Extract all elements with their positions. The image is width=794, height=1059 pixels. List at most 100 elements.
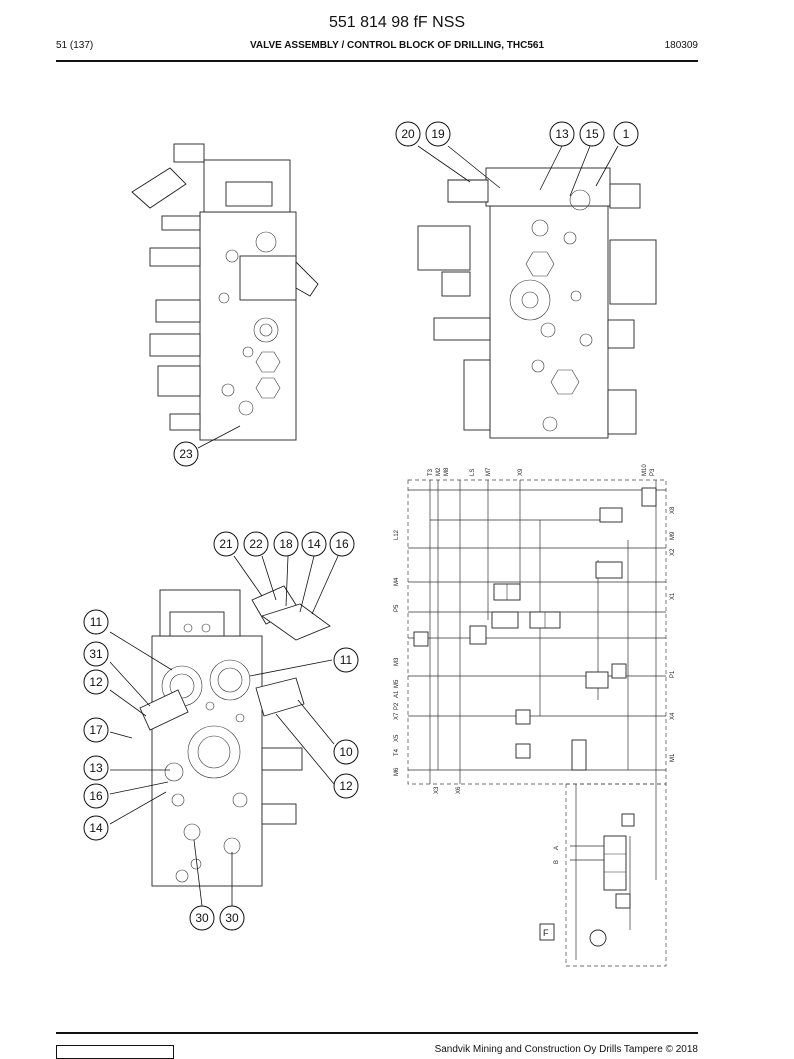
frame-label-box xyxy=(539,923,555,941)
fitting-2b xyxy=(433,317,491,341)
callout-16: 16 xyxy=(83,783,109,809)
section-title: VALVE ASSEMBLY / CONTROL BLOCK OF DRILLI… xyxy=(249,40,545,51)
header-rule xyxy=(56,60,698,62)
svg-text:30: 30 xyxy=(195,911,209,925)
top-fitting xyxy=(173,143,205,163)
port-label: B xyxy=(554,860,560,864)
svg-text:16: 16 xyxy=(335,537,349,551)
port-label: X6 xyxy=(456,786,462,794)
svg-text:12: 12 xyxy=(89,675,103,689)
port-label: M9 xyxy=(670,531,676,540)
side-fitting-6 xyxy=(169,413,201,431)
callout-30: 30 xyxy=(189,905,215,931)
angled-fitting xyxy=(131,167,187,209)
port-label: P5 xyxy=(394,604,400,612)
port-label: X3 xyxy=(434,786,440,794)
valve-block-body-3 xyxy=(151,635,263,887)
port-label: M6 xyxy=(394,767,400,776)
date-code: 180309 xyxy=(664,40,698,51)
port-label: X4 xyxy=(670,712,676,720)
svg-text:23: 23 xyxy=(179,447,193,461)
port-label: X8 xyxy=(670,506,676,514)
svg-text:19: 19 xyxy=(431,127,445,141)
frame-label: F xyxy=(543,928,549,938)
svg-text:22: 22 xyxy=(249,537,263,551)
fitting-2d xyxy=(607,319,635,349)
port-label: M8 xyxy=(444,467,450,476)
port-label: X9 xyxy=(518,468,524,476)
top-plate-3 xyxy=(169,611,225,637)
port-label: L12 xyxy=(394,529,400,540)
port-label: A1 xyxy=(394,690,400,698)
callout-11: 11 xyxy=(333,647,359,673)
svg-text:15: 15 xyxy=(585,127,599,141)
port-label: M2 xyxy=(436,467,442,476)
view-side-left xyxy=(131,143,319,441)
port-label: M3 xyxy=(394,657,400,666)
schematic-frame-lower xyxy=(565,783,667,967)
side-fitting-3 xyxy=(155,299,201,323)
callout-16: 16 xyxy=(329,531,355,557)
port-label: LS xyxy=(470,469,476,476)
right-fitting xyxy=(295,260,319,297)
callout-14: 14 xyxy=(83,815,109,841)
valve-symbol-11 xyxy=(515,709,531,725)
fitting-2c xyxy=(463,359,491,431)
callout-1: 1 xyxy=(613,121,639,147)
callout-15: 15 xyxy=(579,121,605,147)
valve-symbol-4 xyxy=(595,561,623,579)
callout-23: 23 xyxy=(173,441,199,467)
view-lower-left xyxy=(139,585,331,887)
left-fitting-2 xyxy=(447,179,489,203)
callout-17: 17 xyxy=(83,717,109,743)
callout-14: 14 xyxy=(301,531,327,557)
document-number: 551 814 98 fF NSS xyxy=(328,14,466,31)
angled-valve-3b xyxy=(260,603,331,641)
svg-text:1: 1 xyxy=(623,127,630,141)
svg-text:14: 14 xyxy=(307,537,321,551)
valve-symbol-5 xyxy=(599,507,623,523)
svg-text:30: 30 xyxy=(225,911,239,925)
svg-text:21: 21 xyxy=(219,537,233,551)
hydraulic-schematic: L12 M4 P5 M3 M5 A1 P2 X7 X5 T4 M6 X3 X6 … xyxy=(394,464,676,967)
valve-symbol-10 xyxy=(611,663,627,679)
port-label: M4 xyxy=(394,577,400,586)
port-label: X5 xyxy=(394,734,400,742)
svg-text:20: 20 xyxy=(401,127,415,141)
side-fitting-5 xyxy=(157,365,201,397)
pump-symbol xyxy=(589,929,607,947)
callout-12: 12 xyxy=(333,773,359,799)
callout-20: 20 xyxy=(395,121,421,147)
view-front-right xyxy=(417,167,657,439)
right-fitting-2 xyxy=(609,183,641,209)
callout-22: 22 xyxy=(243,531,269,557)
port-label: P3 xyxy=(650,468,656,476)
footer-rule xyxy=(56,1032,698,1034)
valve-symbol-14 xyxy=(615,893,631,909)
page-reference: 51 (137) xyxy=(56,40,94,51)
callout-30: 30 xyxy=(219,905,245,931)
valve-symbol-3 xyxy=(491,611,519,629)
side-fitting-3b xyxy=(261,803,297,825)
svg-text:13: 13 xyxy=(555,127,569,141)
callout-21: 21 xyxy=(213,531,239,557)
fitting-2e xyxy=(607,389,637,435)
callout-31: 31 xyxy=(83,641,109,667)
port-label: T4 xyxy=(394,748,400,756)
angled-fitting-3a xyxy=(139,689,189,731)
port-label: P1 xyxy=(670,670,676,678)
svg-text:11: 11 xyxy=(340,653,353,667)
svg-text:17: 17 xyxy=(89,723,103,737)
valve-symbol-6 xyxy=(641,487,657,507)
solenoid-2 xyxy=(417,225,471,271)
valve-symbol-15 xyxy=(621,813,635,827)
callout-12: 12 xyxy=(83,669,109,695)
svg-text:11: 11 xyxy=(90,615,103,629)
callout-11: 11 xyxy=(83,609,109,635)
callout-13: 13 xyxy=(549,121,575,147)
port-label: X1 xyxy=(670,592,676,600)
fitting-2a xyxy=(441,271,471,297)
side-plate xyxy=(239,255,297,301)
svg-text:10: 10 xyxy=(339,745,353,759)
